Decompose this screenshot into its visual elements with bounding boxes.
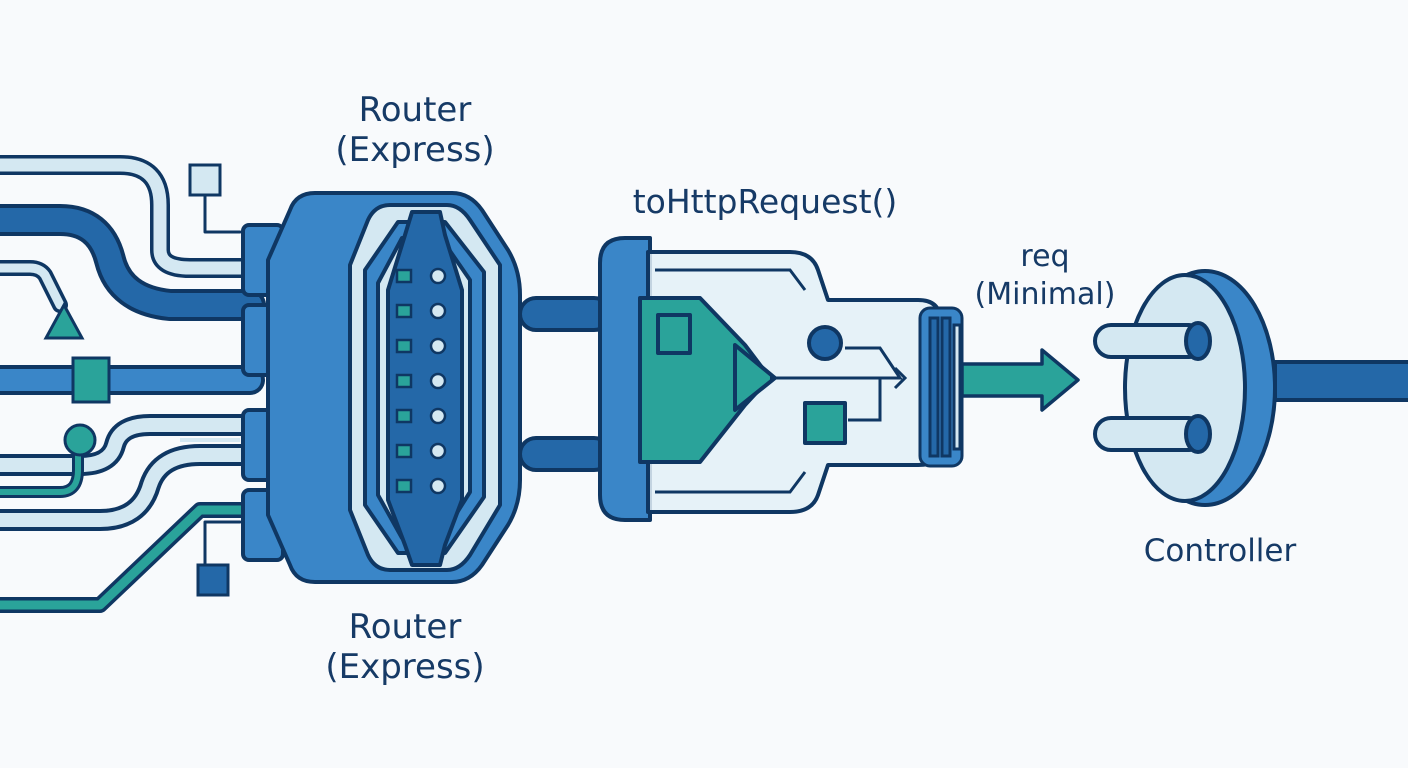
wire-components xyxy=(43,163,240,597)
square-node-icon xyxy=(188,163,222,197)
router-top-label: Router (Express) xyxy=(285,90,545,170)
circle-node-icon xyxy=(63,423,97,457)
adapter-plug-icon xyxy=(518,236,942,522)
square-node-icon xyxy=(71,356,111,404)
adapter-thread xyxy=(918,306,964,468)
router-pins xyxy=(395,267,447,495)
flow-arrow-icon xyxy=(960,348,1080,412)
req-label: req (Minimal) xyxy=(950,238,1140,313)
adapter-traces xyxy=(655,268,908,494)
req-label-line1: req xyxy=(1020,239,1070,274)
router-bottom-label-line2: (Express) xyxy=(325,647,485,688)
req-label-line2: (Minimal) xyxy=(974,276,1116,312)
adapter-label: toHttpRequest() xyxy=(632,182,898,221)
router-top-label-line1: Router xyxy=(358,90,472,130)
input-wires xyxy=(0,155,266,613)
router-connector-icon xyxy=(241,191,522,584)
triangle-node-icon xyxy=(43,301,85,340)
controller-label: Controller xyxy=(1143,533,1297,569)
controller-socket-icon xyxy=(1093,269,1408,507)
square-node-icon xyxy=(196,563,230,597)
router-bottom-label: Router (Express) xyxy=(275,607,535,687)
router-bottom-label-line1: Router xyxy=(348,607,462,647)
router-top-label-line2: (Express) xyxy=(335,130,495,171)
